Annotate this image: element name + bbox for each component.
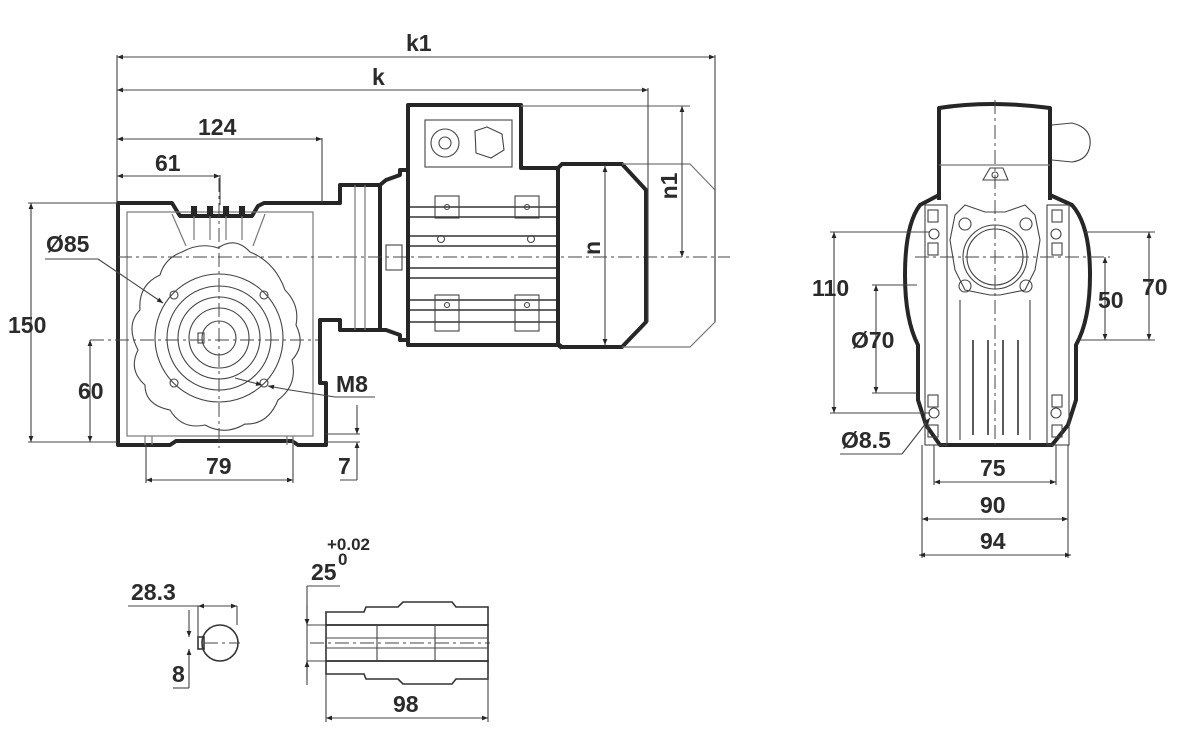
dim-n1-label: n1 bbox=[656, 172, 682, 199]
dim-m8-label: M8 bbox=[336, 371, 368, 397]
terminal-box bbox=[406, 103, 558, 170]
front-view bbox=[903, 100, 1110, 447]
front-dimensions: 110 Ø70 Ø8.5 50 70 75 90 94 bbox=[812, 231, 1168, 558]
gearbox-inner-frame bbox=[126, 211, 314, 437]
keyway bbox=[197, 332, 205, 344]
motor-adapter bbox=[340, 168, 410, 342]
dim-dia85-label: Ø85 bbox=[46, 231, 90, 257]
cooling-fins bbox=[410, 206, 558, 323]
dim-25-label: 25 bbox=[311, 559, 337, 585]
tolerance-lower: 0 bbox=[338, 550, 347, 569]
dim-110-label: 110 bbox=[812, 275, 849, 301]
front-mount-pads bbox=[924, 204, 1070, 446]
shaft-wall-top bbox=[325, 601, 489, 626]
gearbox-fins bbox=[171, 206, 266, 247]
dim-28-3-label: 28.3 bbox=[131, 579, 176, 605]
dim-61-label: 61 bbox=[155, 150, 181, 176]
dim-n-label: n bbox=[579, 241, 605, 255]
front-housing bbox=[903, 193, 1092, 447]
gearbox-housing bbox=[116, 183, 382, 447]
hollow-shaft-section: 25 +0.02 0 98 bbox=[304, 535, 490, 722]
dim-98-label: 98 bbox=[393, 691, 419, 717]
dim-50-label: 50 bbox=[1098, 287, 1124, 313]
motor-shaft-nut bbox=[385, 244, 403, 271]
dim-70-label: 70 bbox=[1142, 274, 1168, 300]
cable-gland-icon bbox=[430, 128, 460, 158]
dim-dia70-label: Ø70 bbox=[851, 327, 894, 353]
dim-k1-label: k1 bbox=[406, 30, 432, 56]
dim-79-label: 79 bbox=[206, 453, 232, 479]
dim-7-label: 7 bbox=[338, 453, 351, 479]
dim-60-label: 60 bbox=[78, 378, 104, 404]
dim-dia8-5-label: Ø8.5 bbox=[841, 427, 891, 453]
front-input-flange bbox=[949, 204, 1041, 296]
dim-k-label: k bbox=[372, 64, 385, 90]
motor bbox=[340, 103, 716, 350]
output-flange bbox=[131, 242, 301, 431]
dim-75-label: 75 bbox=[980, 455, 1006, 481]
lifting-eye-icon bbox=[982, 167, 1009, 181]
fan-cover bbox=[556, 162, 648, 349]
terminal-box-cover bbox=[424, 119, 513, 168]
dim-150-label: 150 bbox=[8, 312, 46, 338]
motor-mount-plates bbox=[434, 195, 540, 332]
tolerance-upper: +0.02 bbox=[327, 535, 370, 554]
dim-8-label: 8 bbox=[172, 661, 185, 687]
plug-hex-icon bbox=[474, 126, 505, 159]
shaft-wall-bottom bbox=[325, 660, 489, 685]
front-motor-top bbox=[937, 102, 1052, 200]
side-dimensions: k1 k 124 61 150 60 79 7 Ø85 bbox=[8, 30, 716, 483]
dim-124-label: 124 bbox=[198, 114, 237, 140]
front-cable-gland-icon bbox=[1051, 122, 1091, 163]
dim-90-label: 90 bbox=[980, 492, 1006, 518]
shaft-keyway-section: 28.3 8 bbox=[128, 579, 240, 689]
dim-94-label: 94 bbox=[980, 528, 1006, 554]
